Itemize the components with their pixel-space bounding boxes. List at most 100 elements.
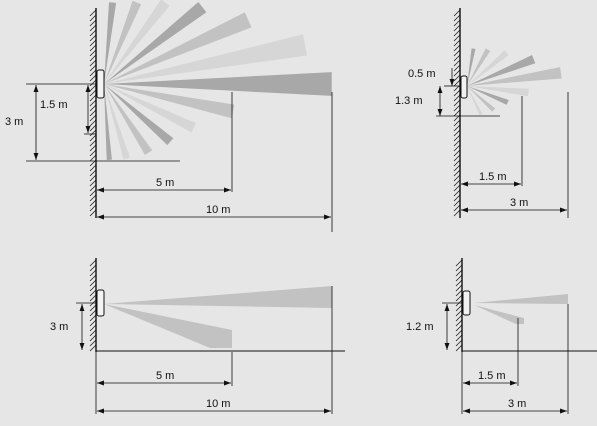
- detection-ray: [104, 12, 252, 84]
- wall-hatch-line: [89, 189, 97, 197]
- wall-hatch-line: [453, 109, 461, 117]
- label-height-bl: 3 m: [50, 321, 68, 333]
- wall-top-left: [89, 8, 97, 218]
- wall-hatch-line: [89, 154, 97, 162]
- panel-bottom-right: 1.2 m 1.5 m 3 m: [406, 258, 597, 414]
- wall-hatch-line: [455, 319, 463, 327]
- wall-hatch-line: [455, 274, 463, 282]
- wall-hatch-line: [453, 64, 461, 72]
- wall-hatch-line: [89, 104, 97, 112]
- wall-hatch-line: [455, 329, 463, 337]
- wall-hatch-line: [89, 139, 97, 147]
- wall-hatch-line: [89, 149, 97, 157]
- detection-ray: [104, 84, 197, 133]
- label-range-short-tr: 1.5 m: [479, 171, 507, 183]
- detection-ray: [467, 86, 529, 97]
- label-height-br: 1.2 m: [406, 321, 434, 333]
- wall-hatch-line: [89, 144, 97, 152]
- wall-hatch-line: [453, 134, 461, 142]
- wall-hatch-line: [89, 209, 97, 217]
- wall-hatch-line: [89, 184, 97, 192]
- wall-hatch-line: [453, 149, 461, 157]
- wall-hatch-line: [89, 49, 97, 57]
- wall-hatch-line: [453, 199, 461, 207]
- wall-hatch-line: [89, 74, 97, 82]
- wall-hatch-line: [89, 84, 97, 92]
- wall-hatch-line: [453, 9, 461, 17]
- label-range-short-br: 1.5 m: [478, 370, 506, 382]
- wall-hatch-line: [453, 154, 461, 162]
- wall-hatch-line: [453, 164, 461, 172]
- wall-hatch-line: [89, 194, 97, 202]
- wall-hatch-line: [455, 314, 463, 322]
- wall-hatch-line: [453, 79, 461, 87]
- label-range-long-tr: 3 m: [510, 197, 528, 209]
- wall-hatch-line: [89, 79, 97, 87]
- wall-hatch-line: [89, 39, 97, 47]
- wall-hatch-line: [453, 34, 461, 42]
- wall-hatch-line: [89, 9, 97, 17]
- wall-hatch-line: [453, 129, 461, 137]
- wall-hatch-line: [455, 279, 463, 287]
- wall-hatch-line: [89, 164, 97, 172]
- wall-hatch-line: [455, 284, 463, 292]
- detection-ray: [104, 84, 153, 155]
- wall-hatch-line: [453, 14, 461, 22]
- detection-ray: [467, 86, 509, 105]
- wall-hatch-line: [89, 59, 97, 67]
- detection-fan-top-left: [104, 0, 332, 160]
- detection-ray: [467, 67, 562, 86]
- label-height-mount: 1.5 m: [40, 99, 68, 111]
- wall-hatch-line: [89, 264, 97, 272]
- wall-hatch-line: [455, 334, 463, 342]
- wall-hatch-line: [455, 324, 463, 332]
- wall-hatch-line: [89, 94, 97, 102]
- detection-fan-top-right: [467, 48, 562, 116]
- label-height-upper: 0.5 m: [408, 68, 436, 80]
- wall-hatch-line: [453, 169, 461, 177]
- wall-hatch-line: [89, 109, 97, 117]
- wall-hatch-line: [453, 69, 461, 77]
- detection-ray: [467, 86, 483, 116]
- sensor-device-top-right: [460, 75, 468, 99]
- label-range-long-br: 3 m: [508, 398, 526, 410]
- wall-hatch-line: [453, 44, 461, 52]
- detection-ray: [104, 2, 117, 85]
- wall-hatch-line: [89, 314, 97, 322]
- wall-hatch-line: [453, 94, 461, 102]
- wall-hatch-line: [89, 124, 97, 132]
- detection-ray: [104, 34, 307, 84]
- label-height-lower: 1.3 m: [395, 95, 423, 107]
- wall-hatch-line: [453, 99, 461, 107]
- wall-hatch-line: [453, 194, 461, 202]
- wall-hatch-line: [453, 29, 461, 37]
- wall-hatch-line: [453, 159, 461, 167]
- wall-hatch-line: [455, 264, 463, 272]
- wall-hatch-line: [453, 89, 461, 97]
- wall-hatch-line: [89, 19, 97, 27]
- detection-ray: [467, 55, 536, 86]
- wall-hatch-line: [453, 139, 461, 147]
- detection-ray: [104, 84, 112, 160]
- wall-bottom-left: [89, 258, 97, 352]
- panel-top-right: 0.5 m 1.3 m 1.5 m 3 m: [394, 8, 569, 218]
- wall-hatch-line: [453, 54, 461, 62]
- sensor-device-top-left: [96, 69, 105, 99]
- panel-top-left: 3 m 1.5 m 5 m 10 m: [4, 0, 333, 232]
- wall-hatch-line: [453, 189, 461, 197]
- wall-hatch-line: [89, 169, 97, 177]
- wall-hatch-line: [455, 339, 463, 347]
- wall-hatch-line: [89, 269, 97, 277]
- detection-ray: [104, 84, 235, 119]
- wall-hatch-line: [455, 344, 463, 352]
- panel-bottom-left: 3 m 5 m 10 m: [50, 258, 345, 414]
- label-range-long-bl: 10 m: [206, 398, 230, 410]
- wall-hatch-line: [455, 269, 463, 277]
- wall-hatch-line: [455, 304, 463, 312]
- wall-hatch-line: [89, 14, 97, 22]
- detection-ray: [104, 2, 207, 84]
- wall-bottom-right: [455, 258, 463, 352]
- wall-hatch-line: [89, 114, 97, 122]
- detection-ray: [467, 50, 509, 86]
- detection-ray: [467, 86, 496, 112]
